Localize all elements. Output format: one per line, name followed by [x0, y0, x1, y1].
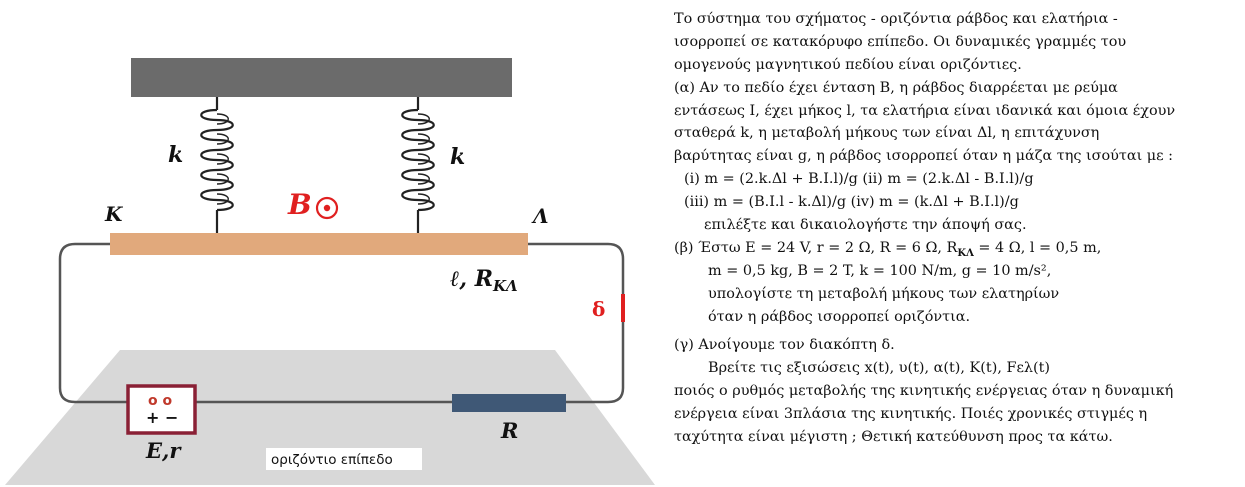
horizontal-plane — [5, 350, 655, 485]
part-a-line: (α) Αν το πεδίο έχει ένταση Β, η ράβδος … — [674, 79, 1118, 96]
rod-kl — [110, 233, 528, 255]
end-right-label: Λ — [531, 204, 549, 228]
part-b-line-3: υπολογίστε τη μεταβολή μήκους των ελατηρ… — [708, 285, 1060, 302]
spring-left-label: k — [168, 142, 183, 168]
part-c-line-5: ταχύτητα είναι μέγιστη ; Θετική κατεύθυν… — [674, 429, 1113, 446]
choices-row-2: (iii) m = (B.I.l - k.Δl)/g (iv) m = (k.Δ… — [684, 194, 1019, 211]
circuit-wire — [58, 242, 625, 404]
plane-label: οριζόντιο επίπεδο — [271, 452, 393, 468]
choices-row-1: (i) m = (2.k.Δl + B.I.l)/g (ii) m = (2.k… — [684, 171, 1034, 188]
plane-label-bg — [266, 448, 422, 470]
part-a-line: εντάσεως Ι, έχει μήκος l, τα ελατήρια εί… — [674, 102, 1176, 119]
spring-left — [200, 97, 234, 233]
resistor-label: R — [500, 418, 518, 443]
field-label: B — [287, 188, 312, 221]
intro-line: Το σύστημα του σχήματος - οριζόντια ράβδ… — [674, 11, 1118, 27]
circuit-diagram: k k B K Λ ℓ, RΚΛ δ o o + − E,r R οριζόντ… — [5, 58, 655, 485]
spring-right-label: k — [450, 144, 465, 170]
part-c-line-4: ενέργεια είναι 3πλάσια της κινητικής. Πο… — [674, 406, 1148, 423]
intro-line: ισορροπεί σε κατακόρυφο επίπεδο. Οι δυνα… — [674, 33, 1127, 50]
field-out-of-page-icon — [315, 196, 339, 220]
battery-signs: + − — [146, 408, 178, 427]
part-a-line: σταθερά k, η μεταβολή μήκους των είναι Δ… — [674, 125, 1100, 142]
end-left-label: K — [104, 202, 124, 226]
part-b-line-2: m = 0,5 kg, B = 2 T, k = 100 N/m, g = 10… — [708, 262, 1052, 279]
part-c-line-2: Βρείτε τις εξισώσεις x(t), υ(t), α(t), K… — [708, 360, 1051, 377]
part-c-line-1: (γ) Ανοίγουμε τον διακόπτη δ. — [674, 337, 895, 354]
ceiling-block — [131, 58, 512, 97]
choose-line: επιλέξτε και δικαιολογήστε την άποψή σας… — [704, 217, 1027, 234]
battery-label: E,r — [145, 438, 182, 463]
rod-label: ℓ, RΚΛ — [450, 266, 518, 295]
spring-right — [401, 97, 435, 233]
resistor-r — [452, 394, 566, 412]
intro-line: ομογενούς μαγνητικού πεδίου είναι οριζόν… — [674, 56, 1022, 73]
part-c-line-3: ποιός ο ρυθμός μεταβολής της κινητικής ε… — [674, 383, 1174, 400]
part-b-line-1: (β) Έστω E = 24 V, r = 2 Ω, R = 6 Ω, RΚΛ… — [674, 239, 1102, 259]
battery — [126, 384, 197, 435]
part-a-line: βαρύτητας είναι g, η ράβδος ισορροπεί ότ… — [674, 148, 1174, 165]
battery-terminals: o o — [148, 393, 172, 409]
switch-label: δ — [592, 297, 605, 321]
problem-text: Το σύστημα του σχήματος - οριζόντια ράβδ… — [674, 8, 1240, 449]
part-b-line-4: όταν η ράβδος ισορροπεί οριζόντια. — [708, 308, 971, 325]
